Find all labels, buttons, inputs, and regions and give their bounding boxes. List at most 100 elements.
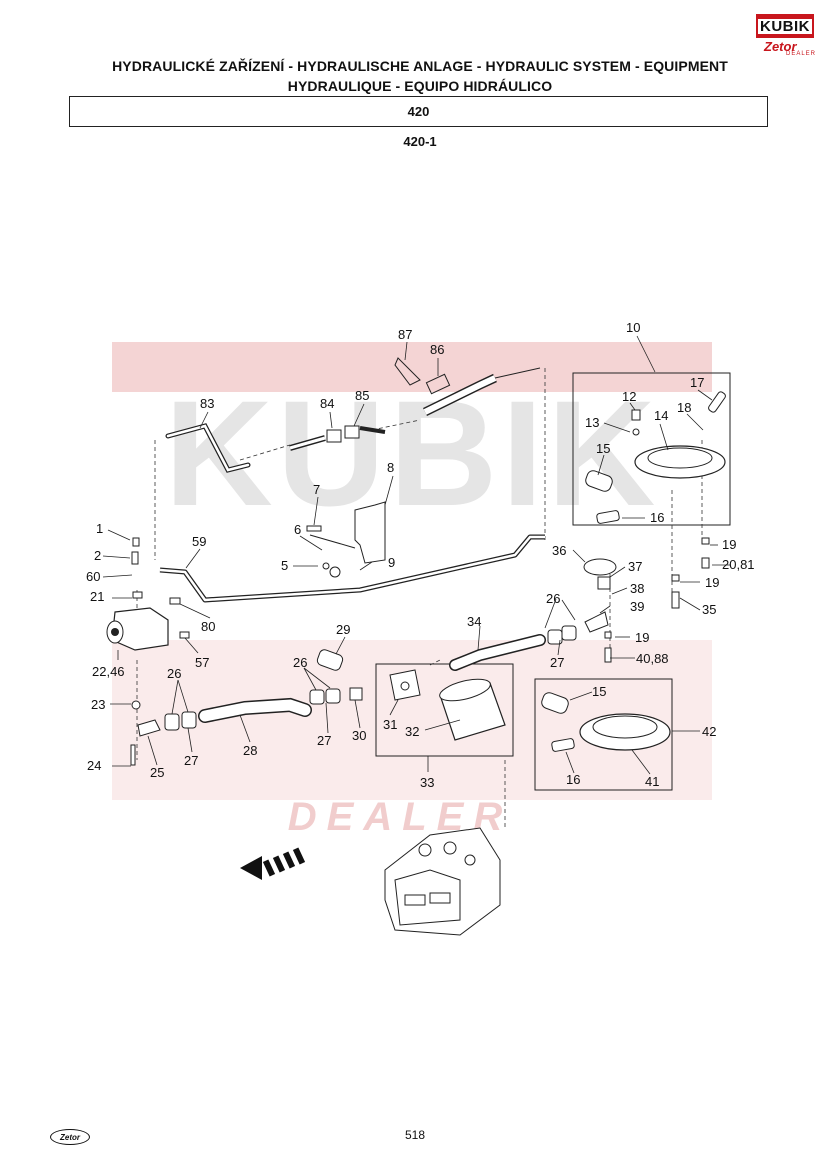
plate-36 bbox=[583, 558, 617, 576]
callout-26b: 26 bbox=[293, 655, 307, 670]
callout-40-88: 40,88 bbox=[636, 651, 669, 666]
pin-17 bbox=[708, 391, 726, 413]
callout-85: 85 bbox=[355, 388, 369, 403]
group-code-box: 420 bbox=[69, 96, 768, 127]
logo-sub: Zetor bbox=[764, 39, 797, 54]
callout-5: 5 bbox=[281, 558, 288, 573]
callout-35: 35 bbox=[702, 602, 716, 617]
valve-15b bbox=[541, 692, 569, 714]
fitting-30 bbox=[349, 687, 363, 701]
callout-86: 86 bbox=[430, 342, 444, 357]
callout-31: 31 bbox=[383, 717, 397, 732]
callout-25: 25 bbox=[150, 765, 164, 780]
callout-14: 14 bbox=[654, 408, 668, 423]
page-title-line-1: HYDRAULICKÉ ZAŘÍZENÍ - HYDRAULISCHE ANLA… bbox=[112, 58, 728, 74]
clamp-26 bbox=[164, 713, 180, 731]
elbow-39 bbox=[584, 611, 609, 633]
callout-36: 36 bbox=[552, 543, 566, 558]
callout-22-46: 22,46 bbox=[92, 664, 125, 679]
callout-28: 28 bbox=[243, 743, 257, 758]
page-title-line-2: HYDRAULIQUE - EQUIPO HIDRÁULICO bbox=[287, 78, 553, 94]
callout-38: 38 bbox=[630, 581, 644, 596]
fitting-27 bbox=[325, 688, 341, 704]
callout-19c: 19 bbox=[635, 630, 649, 645]
callout-20-81: 20,81 bbox=[722, 557, 755, 572]
watermark-brand: KUBIK bbox=[165, 369, 660, 537]
callout-87: 87 bbox=[398, 327, 412, 342]
callout-24: 24 bbox=[87, 758, 101, 773]
figure-code: 420-1 bbox=[403, 134, 437, 149]
flange-41 bbox=[579, 713, 671, 751]
callout-83: 83 bbox=[200, 396, 214, 411]
logo-tag: DEALER bbox=[786, 51, 817, 57]
callout-27a: 27 bbox=[550, 655, 564, 670]
callout-26c: 26 bbox=[167, 666, 181, 681]
callout-29: 29 bbox=[336, 622, 350, 637]
callout-15b: 15 bbox=[592, 684, 606, 699]
filter-head-31 bbox=[389, 669, 421, 701]
callout-12: 12 bbox=[622, 389, 636, 404]
group-code: 420 bbox=[407, 104, 430, 119]
callout-19b: 19 bbox=[705, 575, 719, 590]
callout-57: 57 bbox=[195, 655, 209, 670]
callout-15a: 15 bbox=[596, 441, 610, 456]
callout-80: 80 bbox=[201, 619, 215, 634]
hydraulic-pump-22 bbox=[106, 607, 169, 651]
callout-16a: 16 bbox=[650, 510, 664, 525]
callout-23: 23 bbox=[91, 697, 105, 712]
fitting-84 bbox=[326, 429, 342, 443]
callout-37: 37 bbox=[628, 559, 642, 574]
guide-lines bbox=[136, 368, 703, 830]
callout-10: 10 bbox=[626, 320, 640, 335]
callout-16b: 16 bbox=[566, 772, 580, 787]
callout-18: 18 bbox=[677, 400, 691, 415]
callout-39: 39 bbox=[630, 599, 644, 614]
assembly-box-42 bbox=[534, 678, 673, 791]
callout-30: 30 bbox=[352, 728, 366, 743]
sleeve-86 bbox=[425, 373, 451, 395]
direction-arrow-icon bbox=[240, 847, 306, 880]
fasteners bbox=[130, 409, 710, 766]
footer-zetor-logo: Zetor bbox=[50, 1129, 90, 1145]
flange-14 bbox=[634, 445, 726, 479]
leader-lines bbox=[102, 335, 730, 775]
control-valve-block bbox=[384, 827, 501, 936]
plug-16b bbox=[551, 738, 575, 752]
callout-6: 6 bbox=[294, 522, 301, 537]
fitting-85 bbox=[344, 425, 360, 439]
oil-filter-32 bbox=[439, 678, 506, 741]
callout-33: 33 bbox=[420, 775, 434, 790]
watermark: KUBIK DEALER bbox=[112, 342, 712, 839]
clamp-87 bbox=[394, 357, 421, 386]
callout-13: 13 bbox=[585, 415, 599, 430]
page-number: 518 bbox=[404, 1128, 426, 1142]
plug-16 bbox=[596, 510, 620, 524]
callout-19a: 19 bbox=[722, 537, 736, 552]
bracket-8 bbox=[354, 501, 386, 564]
sensor-29 bbox=[316, 649, 344, 671]
logo-brand: KUBIK bbox=[758, 17, 812, 35]
callout-26a: 26 bbox=[546, 591, 560, 606]
callout-21: 21 bbox=[90, 589, 104, 604]
callout-1: 1 bbox=[96, 521, 103, 536]
callout-27c: 27 bbox=[184, 753, 198, 768]
callout-17: 17 bbox=[690, 375, 704, 390]
callout-42: 42 bbox=[702, 724, 716, 739]
clip-9 bbox=[329, 566, 341, 578]
callout-2: 2 bbox=[94, 548, 101, 563]
callout-59: 59 bbox=[192, 534, 206, 549]
valve-15 bbox=[585, 470, 613, 492]
callout-60: 60 bbox=[86, 569, 100, 584]
callout-27b: 27 bbox=[317, 733, 331, 748]
callout-34: 34 bbox=[467, 614, 481, 629]
elbow-25 bbox=[137, 719, 161, 737]
fitting-37 bbox=[597, 576, 611, 590]
kubik-zetor-dealer-logo: KUBIK Zetor DEALER bbox=[756, 14, 817, 58]
callout-84: 84 bbox=[320, 396, 334, 411]
fitting-27d bbox=[561, 625, 577, 641]
callout-32: 32 bbox=[405, 724, 419, 739]
callout-9: 9 bbox=[388, 555, 395, 570]
filter-box-33 bbox=[375, 663, 514, 757]
